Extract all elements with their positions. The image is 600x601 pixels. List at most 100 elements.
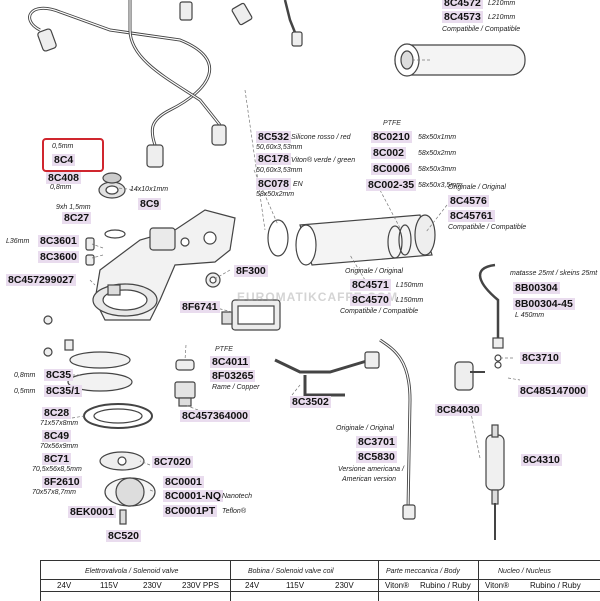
label-8C28: 8C28 bbox=[42, 407, 72, 419]
spec-8C3601: L36mm bbox=[6, 238, 30, 245]
label-8C3601: 8C3601 bbox=[38, 235, 79, 247]
spec-8C0001-NQ: Nanotech bbox=[222, 493, 252, 500]
label-8C7020: 8C7020 bbox=[152, 456, 193, 468]
col-coil-24v: 24V bbox=[245, 581, 260, 590]
col-nucleus-ruby: Rubino / Ruby bbox=[530, 581, 581, 590]
label-8C4572: 8C4572 bbox=[442, 0, 483, 9]
parts-table: Elettrovalvola / Solenoid valve Bobina /… bbox=[40, 560, 600, 601]
spec-8C4570-compat: Compatibile / Compatible bbox=[340, 308, 419, 315]
spec-8C0001PT: Teflon® bbox=[222, 508, 246, 515]
label-8C002: 8C002 bbox=[371, 147, 406, 159]
label-8C002-35: 8C002-35 bbox=[366, 179, 417, 191]
spec-8C35-1: 0,5mm bbox=[14, 388, 36, 395]
spec-8C5830-a: Versione americana / bbox=[338, 466, 404, 473]
group-title-coil: Bobina / Solenoid valve coil bbox=[248, 568, 334, 575]
spec-8B00304-45: L 450mm bbox=[515, 312, 545, 319]
label-8C0001PT: 8C0001PT bbox=[163, 505, 218, 517]
label-8C4: 8C4 bbox=[52, 154, 76, 166]
label-8F03265: 8F03265 bbox=[210, 370, 256, 382]
label-8C3701: 8C3701 bbox=[356, 436, 397, 448]
group-title-solenoid-valve: Elettrovalvola / Solenoid valve bbox=[85, 568, 179, 575]
label-8C4571: 8C4571 bbox=[350, 279, 391, 291]
spec-8C71: 70,5x56x8,5mm bbox=[32, 466, 82, 473]
label-8C27: 8C27 bbox=[62, 212, 92, 224]
spec-8C0006: 58x50x3mm bbox=[418, 166, 457, 173]
label-8C4576: 8C4576 bbox=[448, 195, 489, 207]
col-sv-115v: 115V bbox=[100, 581, 119, 590]
label-8C71: 8C71 bbox=[42, 453, 72, 465]
label-8EK0001: 8EK0001 bbox=[68, 506, 116, 518]
spec-8C178: Viton® verde / green bbox=[291, 157, 356, 164]
water-filter bbox=[485, 434, 505, 491]
spec-8C4571: Originale / Original bbox=[345, 268, 403, 275]
spec-8C408: 0,8mm bbox=[50, 184, 72, 191]
spec-8C002: 58x50x2mm bbox=[418, 150, 457, 157]
label-8C520: 8C520 bbox=[106, 530, 141, 542]
label-8C0210: 8C0210 bbox=[371, 131, 412, 143]
spec-8C4571-len: L150mm bbox=[396, 282, 424, 289]
col-sv-24v: 24V bbox=[57, 581, 72, 590]
spec-8C4: 0,5mm bbox=[52, 143, 74, 150]
spec-8C4573-compat: Compatibile / Compatible bbox=[442, 26, 521, 33]
group-title-body: Parte meccanica / Body bbox=[386, 568, 460, 575]
ptfe-header-1: PTFE bbox=[383, 120, 401, 127]
label-8B00304-45: 8B00304-45 bbox=[513, 298, 575, 310]
label-8C3600: 8C3600 bbox=[38, 251, 79, 263]
label-8C0001-NQ: 8C0001-NQ bbox=[163, 490, 224, 502]
col-coil-115v: 115V bbox=[286, 581, 305, 590]
spec-8C3701: Originale / Original bbox=[336, 425, 394, 432]
spec-8C4570-len: L150mm bbox=[396, 297, 424, 304]
spec-8C078: EN bbox=[293, 181, 303, 188]
label-8C457299027: 8C457299027 bbox=[6, 274, 76, 286]
spec-8C35: 0,8mm bbox=[14, 372, 36, 379]
label-8F300: 8F300 bbox=[234, 265, 268, 277]
label-8C0001: 8C0001 bbox=[163, 476, 204, 488]
ptfe-header-2: PTFE bbox=[215, 346, 233, 353]
label-8C532: 8C532 bbox=[256, 131, 291, 143]
col-body-viton: Viton® bbox=[385, 581, 409, 590]
spec-8C0210: 58x50x1mm bbox=[418, 134, 457, 141]
col-coil-230v: 230V bbox=[335, 581, 354, 590]
highlight-box bbox=[42, 138, 104, 172]
spec-8B00304: matasse 25mt / skeins 25mt bbox=[510, 270, 598, 277]
label-8F6741: 8F6741 bbox=[180, 301, 220, 313]
spec-8C5830-b: American version bbox=[342, 476, 397, 483]
label-8C3502: 8C3502 bbox=[290, 396, 331, 408]
label-8F2610: 8F2610 bbox=[42, 476, 82, 488]
label-8C0006: 8C0006 bbox=[371, 163, 412, 175]
label-8C35: 8C35 bbox=[44, 369, 74, 381]
spec-8C532: Silicone rosso / red bbox=[291, 134, 351, 141]
label-8C9: 8C9 bbox=[138, 198, 162, 210]
label-8C485147000: 8C485147000 bbox=[518, 385, 588, 397]
group-title-nucleus: Nucleo / Nucleus bbox=[498, 568, 551, 575]
label-8C408: 8C408 bbox=[46, 172, 81, 184]
spec-8C49: 70x56x9mm bbox=[40, 443, 79, 450]
col-sv-230v: 230V bbox=[143, 581, 162, 590]
spec-8C4572: L210mm bbox=[488, 0, 516, 7]
label-8C35-1: 8C35/1 bbox=[44, 385, 82, 397]
spec-8F03265: Rame / Copper bbox=[212, 384, 260, 391]
label-8C4570: 8C4570 bbox=[350, 294, 391, 306]
label-8C84030: 8C84030 bbox=[435, 404, 482, 416]
label-8C457364000: 8C457364000 bbox=[180, 410, 250, 422]
spec-8C9: 14x10x1mm bbox=[130, 186, 169, 193]
spec-8C532-size: 50,60x3,53mm bbox=[256, 144, 303, 151]
label-8C49: 8C49 bbox=[42, 430, 72, 442]
label-8C4310: 8C4310 bbox=[521, 454, 562, 466]
label-8C4011: 8C4011 bbox=[210, 356, 251, 368]
label-8C178: 8C178 bbox=[256, 153, 291, 165]
spec-8C002-35: 58x50x3,5mm bbox=[418, 182, 462, 189]
label-8C5830: 8C5830 bbox=[356, 451, 397, 463]
spec-8C4573: L210mm bbox=[488, 14, 516, 21]
label-8C45761: 8C45761 bbox=[448, 210, 495, 222]
spec-8C178-size: 50,60x3,53mm bbox=[256, 167, 303, 174]
col-sv-230v-pps: 230V PPS bbox=[182, 581, 219, 590]
spec-8F2610: 70x57x8,7mm bbox=[32, 489, 76, 496]
steam-pipe bbox=[28, 6, 212, 146]
spec-8C45761: Compatibile / Compatible bbox=[448, 224, 527, 231]
spec-8C4576: Originale / Original bbox=[448, 184, 506, 191]
spec-8C28: 71x57x8mm bbox=[40, 420, 79, 427]
spec-8C27: 9xh 1,5mm bbox=[56, 204, 91, 211]
